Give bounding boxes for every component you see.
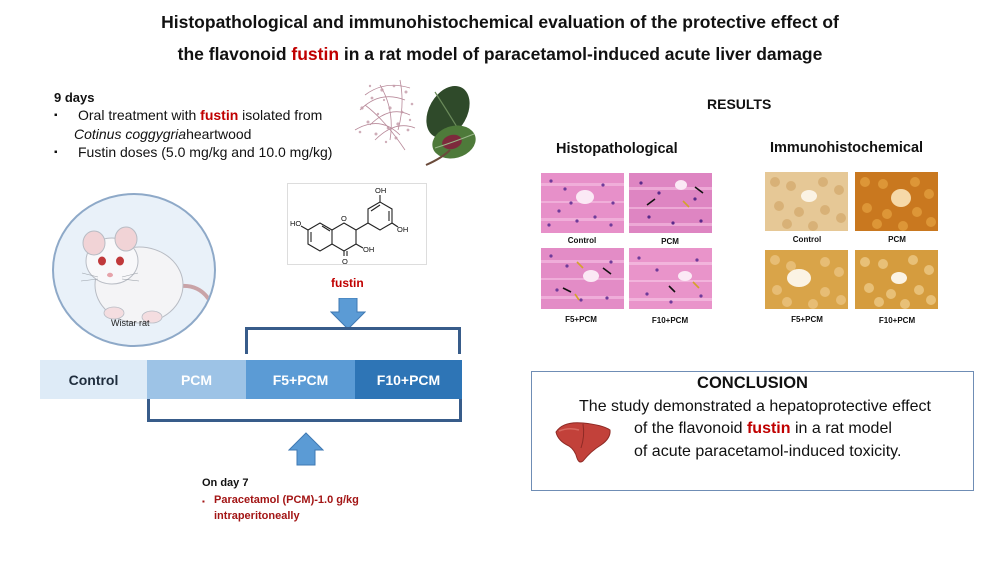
ihc-label-pcm: PCM: [888, 235, 906, 244]
page-title-line-2: the flavonoid fustin in a rat model of p…: [0, 44, 1000, 65]
induction-dose: Paracetamol (PCM)-1.0 g/kg: [214, 494, 359, 506]
page-title-line-1: Histopathological and immunohistochemica…: [161, 12, 839, 32]
atom-o: O: [341, 214, 347, 223]
bullet-text: Fustin doses (5.0 mg/kg and 10.0 mg/kg): [78, 144, 333, 160]
rat-illustration-icon: [52, 193, 216, 347]
fustin-structure-drawing: HO OH OH OH O O: [290, 186, 408, 266]
group-control: Control: [40, 360, 147, 399]
conclusion-line-2: of the flavonoid fustin in a rat model: [634, 420, 892, 438]
conclusion-title: CONCLUSION: [697, 374, 808, 392]
histology-image-f10-pcm: [629, 248, 712, 309]
fustin-structure: HO OH OH OH O O: [287, 183, 427, 266]
induction-day: On day 7: [202, 477, 249, 489]
atom-oh: OH: [363, 245, 374, 254]
atom-oh: OH: [375, 186, 386, 195]
histology-label-f10-pcm: F10+PCM: [651, 316, 689, 325]
conclusion-highlight-fustin: fustin: [746, 420, 791, 437]
liver-icon: [555, 422, 611, 463]
conclusion-text: of the flavonoid: [634, 420, 747, 437]
atom-ho: HO: [290, 219, 301, 228]
histology-image-control: [541, 173, 624, 233]
histology-label-control: Control: [567, 236, 597, 245]
induction-line: ▪ Paracetamol (PCM)-1.0 g/kg: [202, 493, 359, 509]
group-f10-pcm: F10+PCM: [355, 360, 462, 399]
rat-drawing: [80, 226, 214, 324]
bullet-text: Oral treatment with fustin isolated from: [78, 107, 323, 123]
atom-o: O: [342, 257, 348, 266]
conclusion-line-3: of acute paracetamol-induced toxicity.: [634, 443, 902, 460]
ihc-image-pcm: [855, 172, 938, 231]
cotinus-plant-icon: [354, 79, 476, 166]
conclusion-line-1: The study demonstrated a hepatoprotectiv…: [579, 398, 931, 415]
bullet-oral-treatment-line2: Cotinus coggygria heartwood: [54, 125, 332, 143]
ihc-label-control: Control: [792, 235, 822, 244]
histopathology-title: Histopathological: [556, 141, 678, 157]
treatment-bracket: [245, 327, 461, 354]
ihc-image-control: [765, 172, 848, 231]
ihc-image-f5-pcm: [765, 250, 848, 309]
title-highlight-fustin: fustin: [291, 44, 340, 64]
bullet-marker: ▪: [54, 110, 58, 121]
induction-route: intraperitoneally: [214, 510, 300, 522]
ihc-label-f5-pcm: F5+PCM: [791, 315, 823, 324]
histology-image-pcm: [629, 173, 712, 233]
arrow-up-icon: [288, 432, 324, 466]
species-name: Cotinus coggygria: [74, 126, 187, 142]
bullet-marker: ▪: [54, 147, 58, 158]
conclusion-text-end: in a rat model: [790, 420, 892, 437]
ihc-label-f10-pcm: F10+PCM: [878, 316, 916, 325]
treatment-bullets: ▪ Oral treatment with fustin isolated fr…: [54, 106, 332, 162]
group-f5-pcm: F5+PCM: [246, 360, 355, 399]
bullet-oral-treatment: ▪ Oral treatment with fustin isolated fr…: [54, 106, 332, 125]
title-text-end: in a rat model of paracetamol-induced ac…: [339, 44, 823, 64]
induction-bracket: [147, 397, 462, 422]
bullet-fustin-doses: ▪ Fustin doses (5.0 mg/kg and 10.0 mg/kg…: [54, 143, 332, 162]
ihc-image-f10-pcm: [855, 250, 938, 309]
conclusion-box: [531, 371, 974, 491]
histology-label-f5-pcm: F5+PCM: [565, 315, 597, 324]
bullet-text: heartwood: [186, 126, 252, 142]
atom-oh: OH: [397, 225, 408, 234]
bullet-marker: ▪: [202, 497, 205, 506]
treatment-duration: 9 days: [54, 90, 95, 105]
group-pcm: PCM: [147, 360, 246, 399]
compound-label: fustin: [331, 276, 364, 290]
title-text: the flavonoid: [177, 44, 292, 64]
results-title: RESULTS: [707, 96, 772, 112]
experimental-groups-bar: Control PCM F5+PCM F10+PCM: [40, 360, 462, 399]
arrow-down-icon: [330, 298, 366, 330]
histology-image-f5-pcm: [541, 248, 624, 309]
rat-label: Wistar rat: [111, 318, 150, 328]
histology-label-pcm: PCM: [661, 237, 679, 246]
induction-details: ▪ Paracetamol (PCM)-1.0 g/kg intraperiton…: [202, 493, 359, 523]
immunohistochemistry-title: Immunohistochemical: [770, 140, 924, 156]
